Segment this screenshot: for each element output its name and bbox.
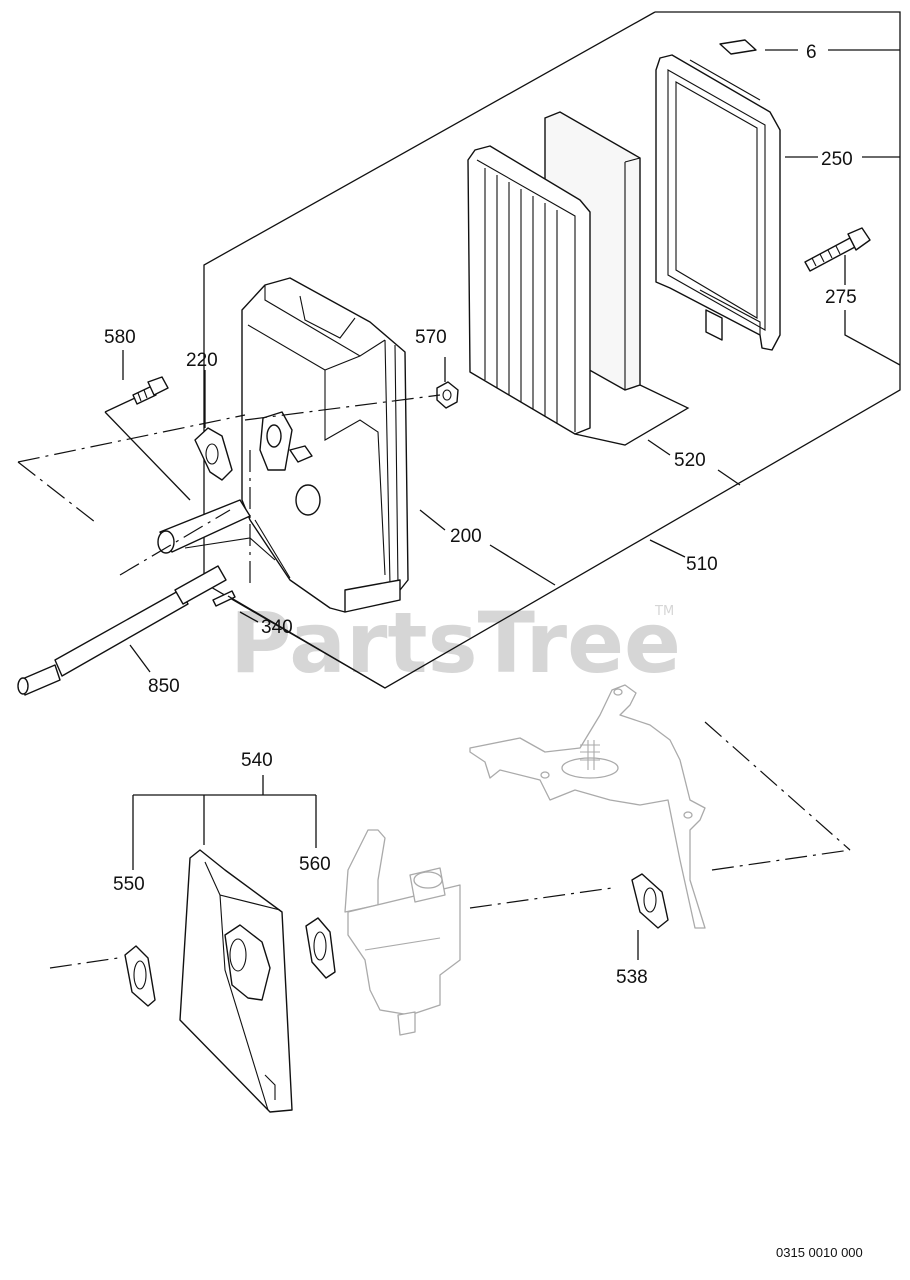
part-580-bolt — [132, 376, 169, 405]
part-538-gasket — [631, 873, 669, 929]
callout-220: 220 — [186, 350, 218, 371]
callout-580: 580 — [104, 327, 136, 348]
part-220-gasket — [194, 427, 233, 481]
part-550-gasket — [124, 945, 156, 1007]
callout-510: 510 — [686, 554, 718, 575]
part-520-filter-element — [467, 111, 690, 446]
upper-leader-lines — [17, 394, 441, 689]
part-200-base — [241, 277, 409, 613]
part-250-cover — [655, 54, 781, 351]
callout-200: 200 — [450, 526, 482, 547]
callout-850: 850 — [148, 676, 180, 697]
drawing-code: 0315 0010 000 — [776, 1245, 863, 1260]
control-bracket-ghost — [469, 684, 706, 929]
watermark-trademark: TM — [654, 604, 674, 619]
part-850-tube — [17, 565, 227, 696]
carburetor-ghost — [344, 829, 461, 1036]
callout-570: 570 — [415, 327, 447, 348]
callout-560: 560 — [299, 854, 331, 875]
part-340-pin — [212, 590, 236, 607]
callout-520: 520 — [674, 450, 706, 471]
part-275-bolt — [804, 227, 871, 272]
parts-tree-watermark: PartsTree TM — [230, 594, 681, 692]
lower-leader-lines — [49, 721, 851, 969]
part-560-gasket — [305, 917, 336, 979]
part-540-spacer-assembly — [179, 849, 293, 1113]
callout-labels: 6 250 275 520 510 200 570 580 220 340 85… — [104, 42, 857, 988]
callout-340: 340 — [261, 617, 293, 638]
callout-250: 250 — [821, 149, 853, 170]
part-570-nut — [436, 381, 459, 409]
callout-550: 550 — [113, 874, 145, 895]
callout-538: 538 — [616, 967, 648, 988]
callout-leaders — [122, 49, 901, 960]
callout-275: 275 — [825, 287, 857, 308]
part-6-label — [719, 39, 757, 55]
callout-540: 540 — [241, 750, 273, 771]
callout-6: 6 — [806, 42, 817, 63]
watermark-text: PartsTree — [230, 594, 681, 692]
